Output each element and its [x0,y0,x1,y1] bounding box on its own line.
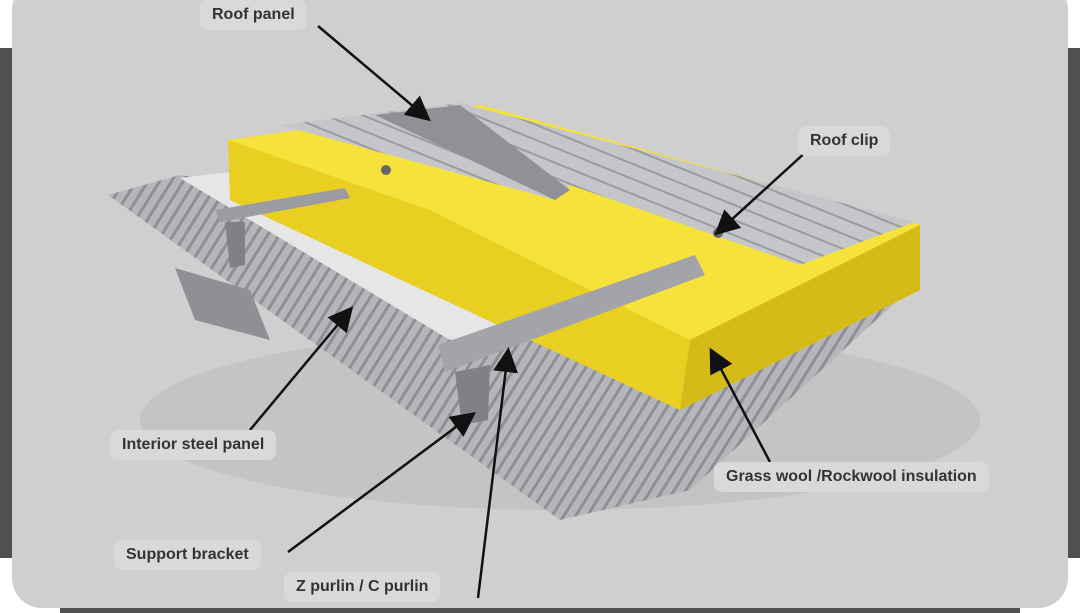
label-roof-panel: Roof panel [200,0,307,30]
frame-band-right [1066,48,1080,558]
roof-panel-seam [375,105,570,200]
support-bracket-back [225,222,245,268]
leader-purlin [476,347,518,599]
label-roof-clip: Roof clip [798,126,891,156]
lower-purlin [175,268,270,340]
frame-band-bottom [60,607,1020,613]
z-purlin-front [438,255,705,372]
leader-support-bracket [287,412,477,554]
label-support-bracket: Support bracket [114,540,261,570]
label-purlin: Z purlin / C purlin [284,572,441,602]
frame-band-left [0,48,14,558]
leader-roof-panel [317,25,431,122]
label-interior-steel-panel: Interior steel panel [110,430,277,460]
leader-interior-steel-panel [249,306,354,431]
leader-insulation [709,347,772,463]
insulation-top [228,105,920,340]
label-insulation: Grass wool /Rockwool insulation [714,462,989,492]
insulation-front [680,225,920,410]
roof-clip-back [381,165,391,175]
leader-roof-clip [714,149,809,236]
z-purlin-back [215,188,350,222]
support-bracket-front [455,365,490,425]
